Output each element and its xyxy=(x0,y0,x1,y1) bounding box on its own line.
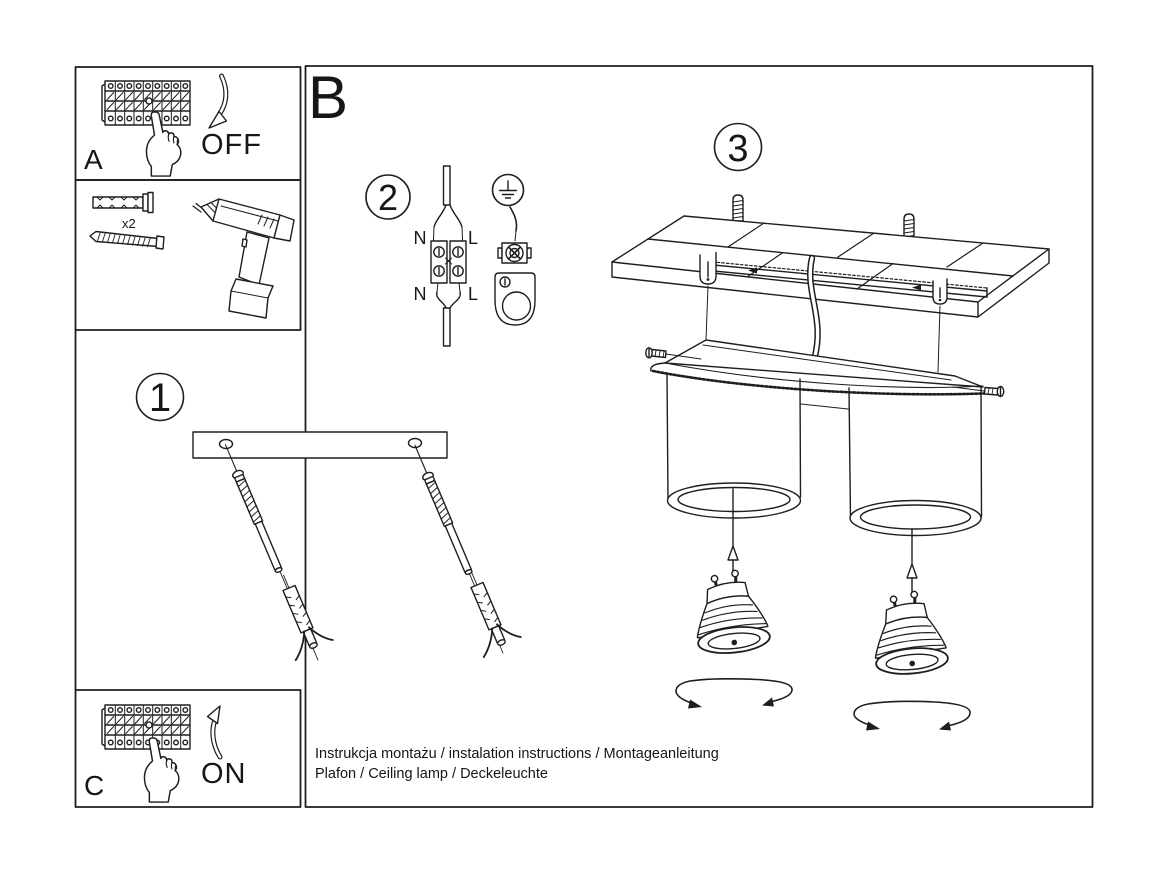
gu10-bulb-icon xyxy=(868,587,951,679)
box-c xyxy=(102,705,223,803)
footer-line2: Plafon / Ceiling lamp / Deckeleuchte xyxy=(315,766,548,782)
hook-clip xyxy=(699,251,717,341)
wire-l-top-label: L xyxy=(468,228,478,248)
breaker-panel-icon xyxy=(102,705,190,749)
stud-screw xyxy=(732,194,744,222)
step2-number: 2 xyxy=(378,177,398,218)
step3-number: 3 xyxy=(727,128,748,170)
ground-symbol-icon xyxy=(491,173,525,207)
breaker-panel-icon xyxy=(102,81,190,125)
step3-badge xyxy=(713,122,763,172)
screw-anchor-assembly xyxy=(409,443,524,659)
step2-group xyxy=(365,165,536,347)
wire-n-bottom-label: N xyxy=(414,284,427,304)
up-arrow-icon xyxy=(206,705,223,760)
screw-icon xyxy=(89,230,165,250)
down-arrow-icon xyxy=(208,73,229,129)
power-cord-top xyxy=(433,165,463,241)
stud-screw xyxy=(903,213,915,241)
gu10-bulb-icon xyxy=(689,565,773,658)
lamp-shade xyxy=(848,385,983,537)
wire-n-top-label: N xyxy=(414,228,427,248)
step1-number: 1 xyxy=(149,376,171,420)
wire-l-bottom-label: L xyxy=(468,284,478,304)
side-screw xyxy=(952,385,1005,398)
box-c-action: ON xyxy=(201,758,247,790)
section-b-label: B xyxy=(308,64,348,131)
mounting-bracket xyxy=(192,431,448,459)
rotate-arrow-icon xyxy=(675,677,793,709)
step1-badge xyxy=(135,372,185,422)
step1-group xyxy=(135,372,524,662)
ceiling-panel xyxy=(611,194,1050,318)
screw-anchor-assembly xyxy=(219,441,336,662)
frame-box-tools xyxy=(74,179,302,331)
step2-badge xyxy=(365,174,411,220)
power-cable xyxy=(807,254,821,364)
power-cord-bottom xyxy=(436,282,461,347)
footer-line1: Instrukcja montażu / instalation instruc… xyxy=(315,746,719,762)
hook-clip xyxy=(932,278,948,373)
insert-arrow-icon xyxy=(906,528,918,593)
anchor-qty-label: x2 xyxy=(122,216,136,231)
step3-group xyxy=(611,122,1050,731)
lamp-shade xyxy=(666,373,802,519)
rotate-arrow-icon xyxy=(853,700,971,731)
frame-box-c xyxy=(74,689,302,808)
box-a-action: OFF xyxy=(201,129,262,161)
lamp-base xyxy=(650,339,997,410)
side-screw xyxy=(645,347,702,360)
box-a-label: A xyxy=(84,144,103,175)
terminal-block-icon xyxy=(430,240,467,284)
drill-icon xyxy=(192,198,295,319)
ground-terminal-icon xyxy=(494,206,536,326)
box-a xyxy=(102,73,229,177)
wall-plug-icon xyxy=(92,191,154,214)
box-tools xyxy=(89,191,295,319)
box-c-label: C xyxy=(84,770,104,801)
